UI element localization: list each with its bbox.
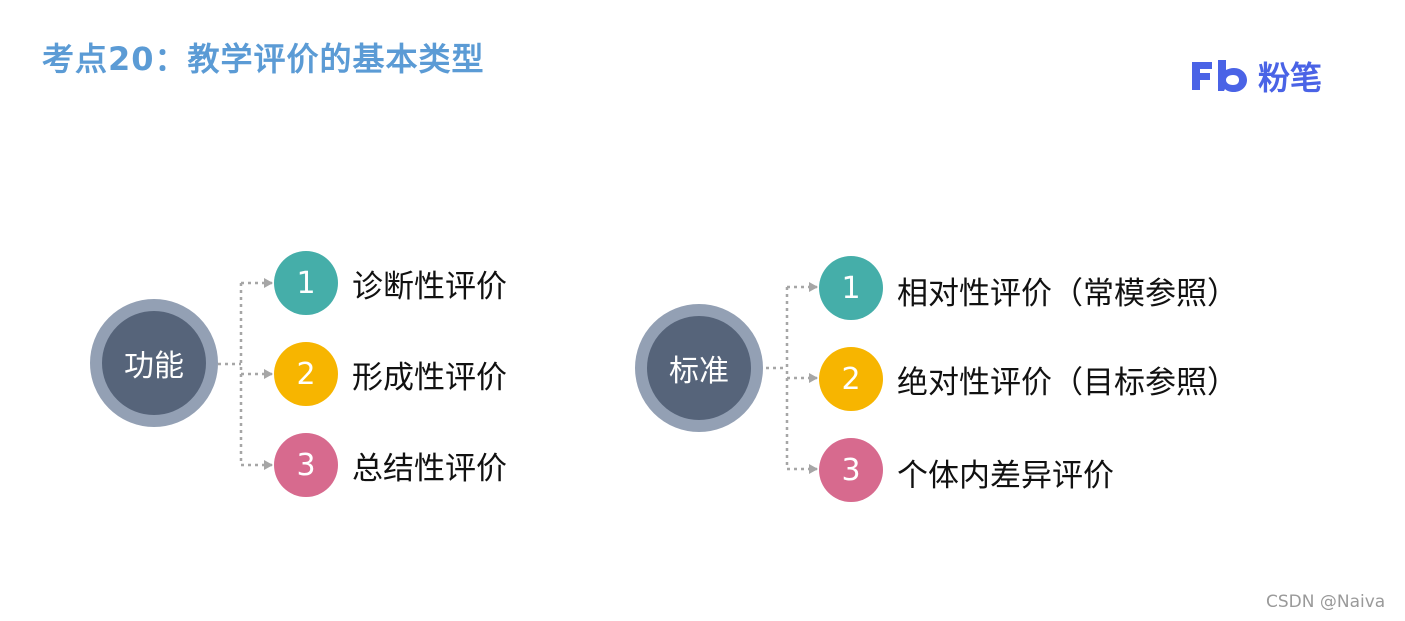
- logo-text: 粉笔: [1258, 59, 1323, 97]
- hub-function: 功能: [90, 299, 218, 427]
- number-badge: 2: [819, 347, 883, 411]
- number-badge: 1: [274, 251, 338, 315]
- item-label: 绝对性评价（目标参照）: [897, 365, 1238, 401]
- item-label: 总结性评价: [352, 451, 507, 487]
- item-label: 形成性评价: [352, 360, 507, 396]
- item-label: 诊断性评价: [352, 269, 507, 305]
- item-label: 个体内差异评价: [897, 458, 1114, 494]
- fenbi-logo: 粉笔: [1188, 56, 1323, 97]
- hub-standard: 标准: [635, 304, 763, 432]
- number-badge: 2: [274, 342, 338, 406]
- page-title: 考点20：教学评价的基本类型: [42, 40, 485, 78]
- number-badge: 3: [274, 433, 338, 497]
- number-badge: 3: [819, 438, 883, 502]
- watermark: CSDN @Naiva: [1266, 592, 1386, 612]
- fenbi-fb-logo-icon: [1192, 60, 1247, 92]
- item-label: 相对性评价（常模参照）: [897, 276, 1238, 312]
- number-badge: 1: [819, 256, 883, 320]
